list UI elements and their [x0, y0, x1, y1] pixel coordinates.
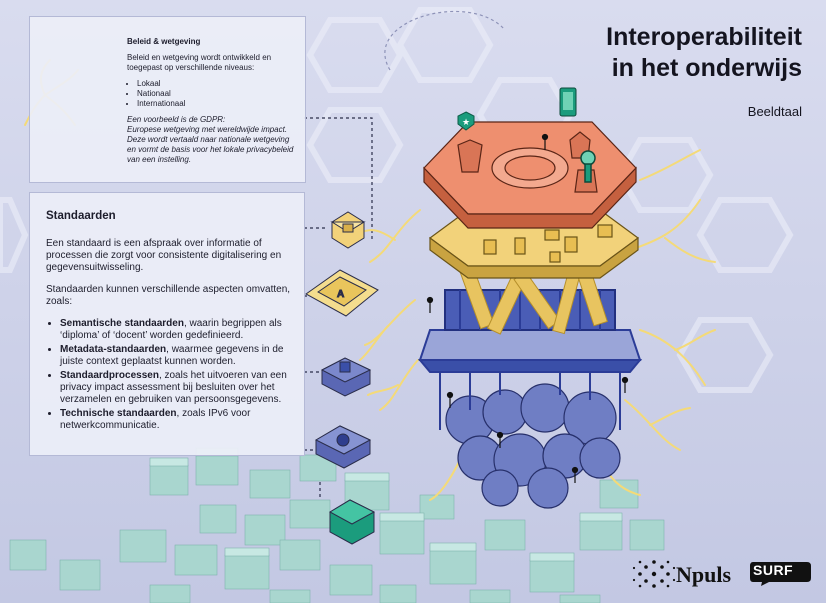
item-desc: , waarin begrippen als ‘diploma’ of ‘doc… [60, 318, 282, 341]
smartphone-icon [559, 87, 577, 117]
list-item: Nationaal [137, 89, 299, 99]
figures [426, 133, 629, 483]
beleid-panel: Beleid & wetgeving Beleid en wetgeving w… [29, 16, 306, 183]
item-desc: , zoals IPv6 voor netwerkcommunicatie. [60, 408, 251, 431]
list-item: Lokaal [137, 79, 299, 89]
top-layer [423, 121, 637, 229]
standaarden-panel: Standaarden Een standaard is een afspraa… [29, 192, 305, 456]
metadata-cube-icon [330, 211, 366, 249]
standaarden-aspects-intro: Standaarden kunnen verschillende aspecte… [46, 284, 291, 307]
standaarden-list: Semantische standaarden, waarin begrippe… [46, 318, 294, 432]
beleid-heading: Beleid & wetgeving [127, 37, 201, 46]
npuls-logo-text: Npuls [676, 562, 732, 587]
list-item: Technische standaarden, zoals IPv6 voor … [60, 408, 294, 432]
list-item: Semantische standaarden, waarin begrippe… [60, 318, 294, 342]
svg-text:A: A [337, 289, 344, 300]
list-item: Internationaal [137, 99, 299, 109]
item-desc: , waarmee gegevens in de juiste context … [60, 344, 284, 367]
svg-text:★: ★ [462, 118, 470, 128]
item-term: Standaardprocessen [60, 370, 159, 381]
data-cube-field [9, 447, 665, 603]
technical-standard-icon [314, 425, 372, 469]
beleid-example-lead: Een voorbeeld is de GDPR: [127, 115, 226, 124]
beleid-example: Europese wetgeving met wereldwijde impac… [127, 125, 294, 164]
item-term: Semantische standaarden [60, 318, 184, 329]
standaarden-heading: Standaarden [46, 210, 116, 222]
item-term: Technische standaarden [60, 408, 177, 419]
beleid-intro: Beleid en wetgeving wordt ontwikkeld en … [127, 53, 272, 72]
semantic-standard-icon: A [305, 269, 379, 317]
title-line-2: in het onderwijs [611, 54, 802, 82]
surf-logo [750, 562, 811, 586]
beleid-levels-list: Lokaal Nationaal Internationaal [127, 79, 299, 109]
surf-logo-text: SURF [753, 562, 794, 578]
standaarden-content: Standaarden Een standaard is een afspraa… [46, 210, 294, 434]
title-line-1: Interoperabiliteit [606, 23, 802, 51]
page-title: Interoperabiliteit in het onderwijs [606, 22, 802, 84]
item-desc: , zoals het uitvoeren van een privacy im… [60, 370, 287, 405]
green-standard-icon [328, 499, 376, 545]
spheres [445, 383, 621, 509]
shield-check-icon: ★ [457, 111, 475, 131]
pipes [459, 266, 608, 335]
standards-icons: A [305, 211, 379, 545]
process-standard-icon [320, 357, 372, 397]
page-subtitle: Beeldtaal [747, 104, 802, 119]
item-term: Metadata-standaarden [60, 344, 167, 355]
list-item: Standaardprocessen, zoals het uitvoeren … [60, 370, 294, 406]
standaarden-definition: Een standaard is een afspraak over infor… [46, 238, 282, 273]
npuls-dots-logo [632, 560, 676, 588]
search-magnifier-icon [580, 150, 596, 183]
list-item: Metadata-standaarden, waarmee gegevens i… [60, 344, 294, 368]
beleid-content: Beleid & wetgeving Beleid en wetgeving w… [127, 37, 299, 165]
